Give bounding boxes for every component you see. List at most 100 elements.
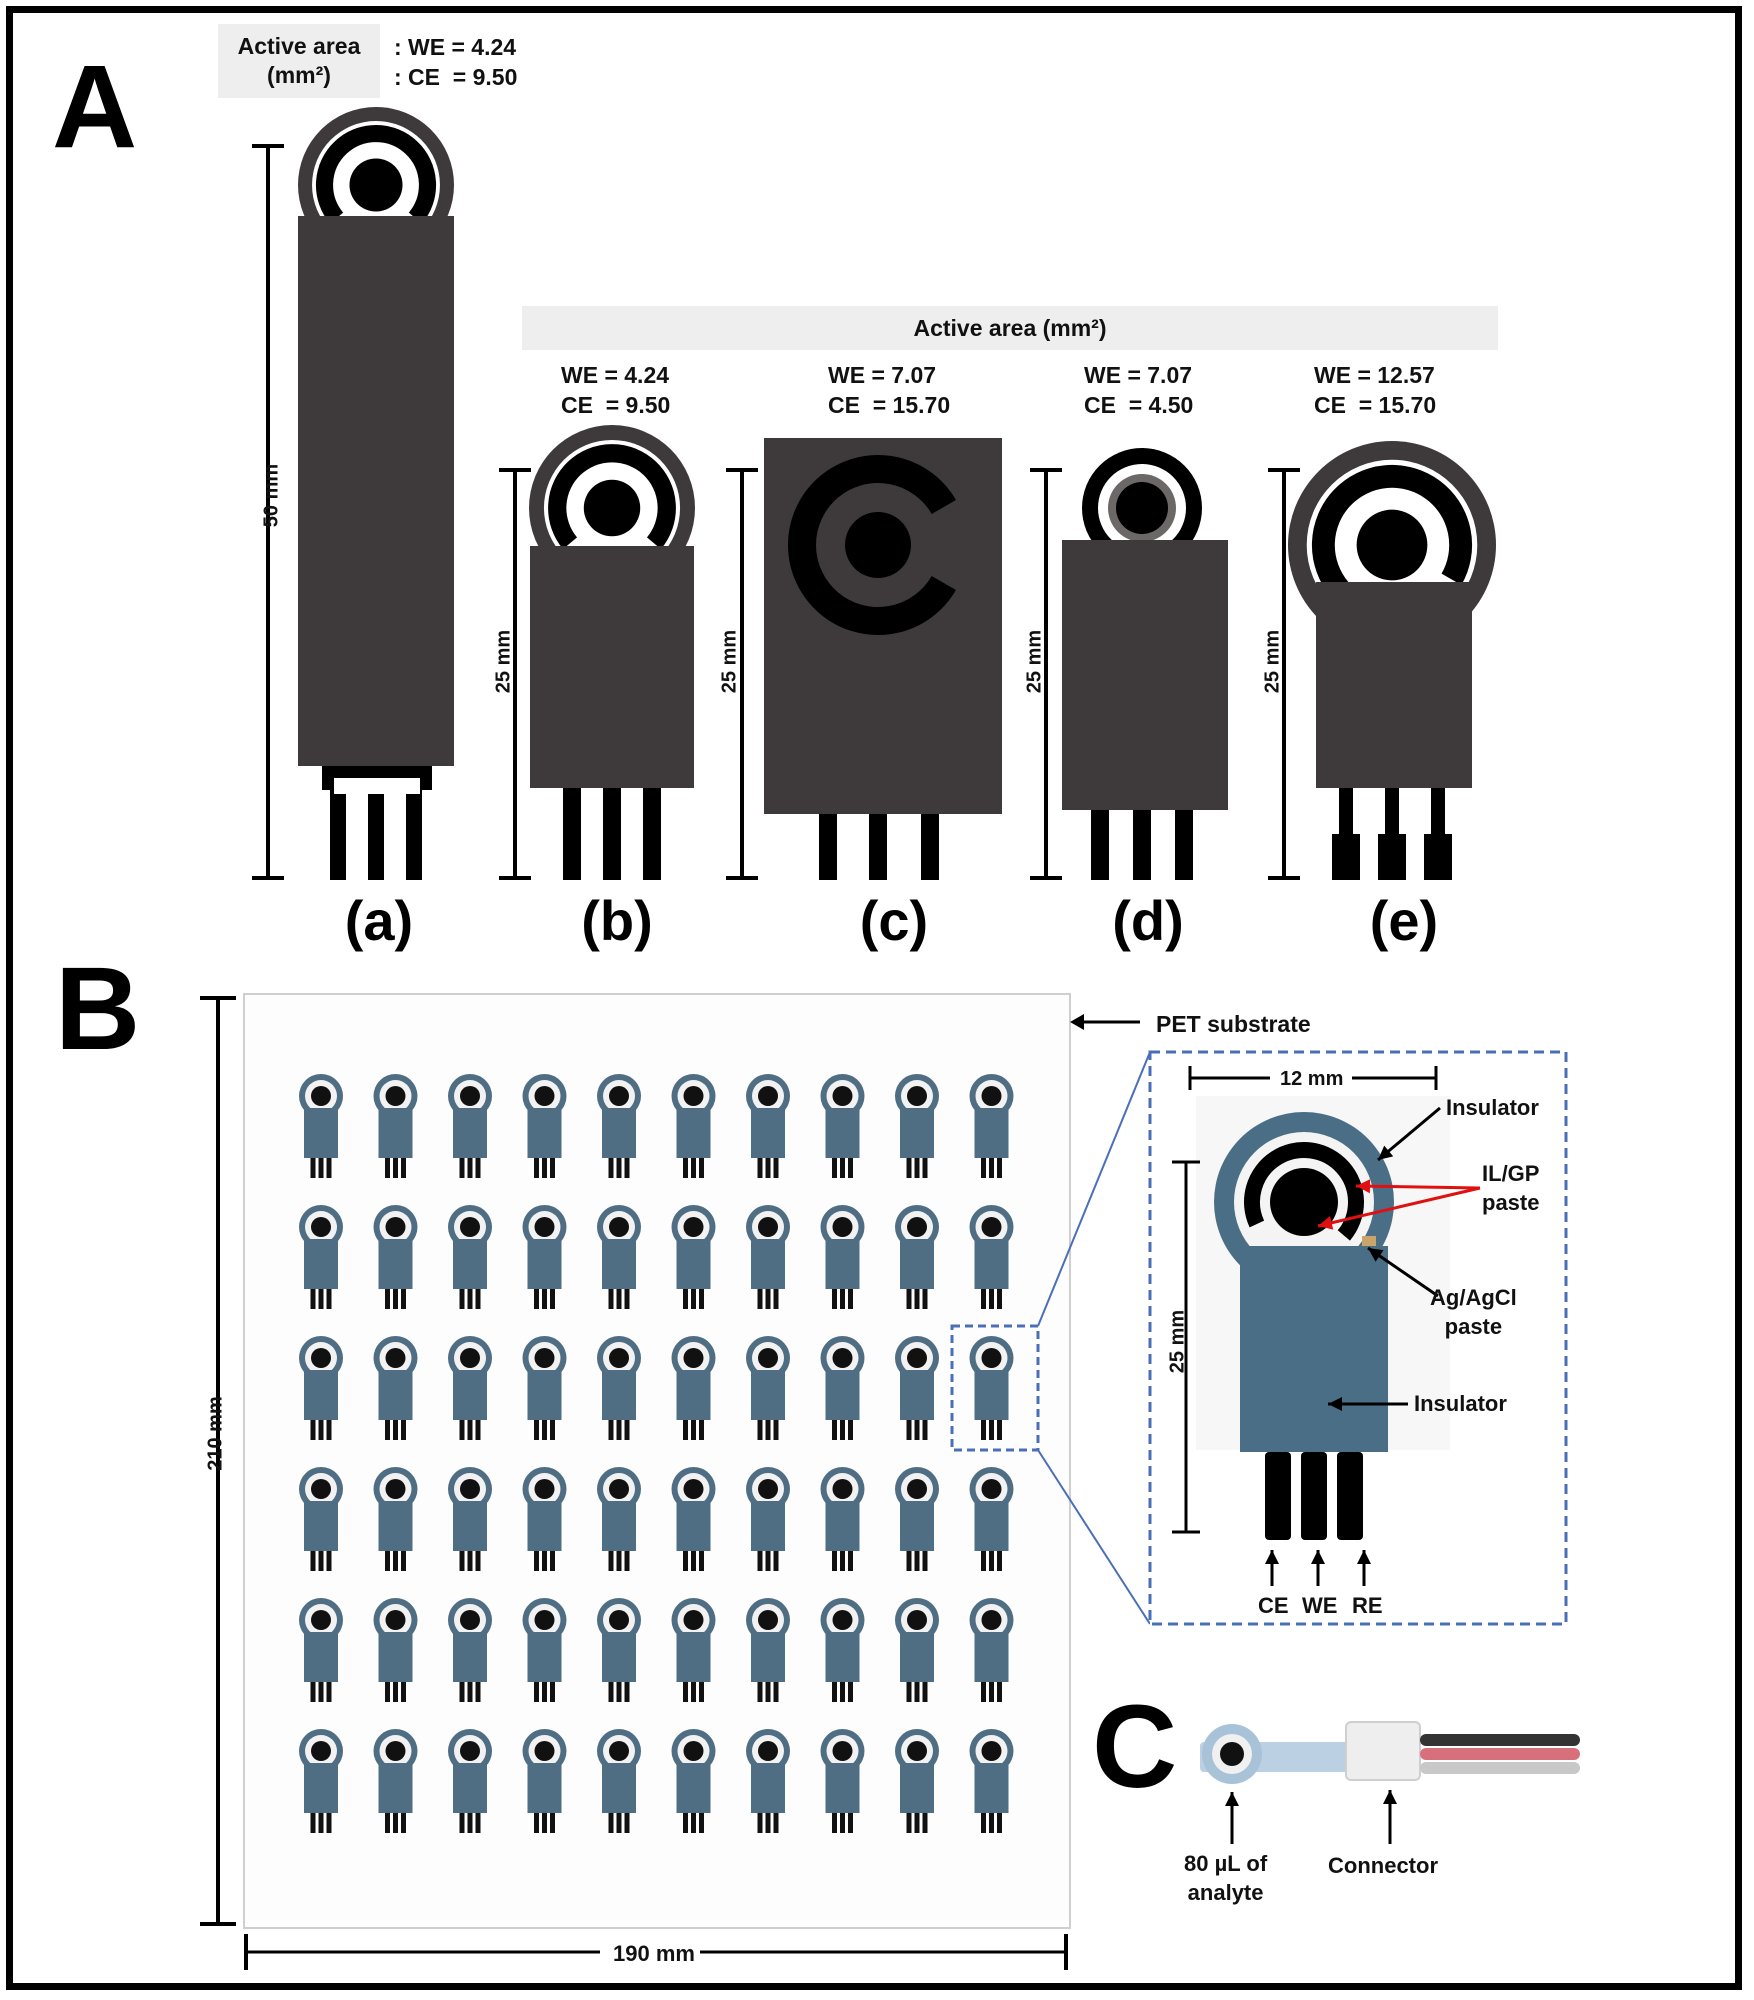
printed-electrode-body xyxy=(900,1632,934,1682)
sheet-width-dim: 190 mm xyxy=(613,1941,695,1966)
printed-electrode-lead-0 xyxy=(757,1813,763,1833)
printed-electrode-lead-2 xyxy=(922,1551,928,1571)
printed-electrode-lead-1 xyxy=(616,1158,622,1178)
printed-electrode-lead-2 xyxy=(550,1551,555,1571)
wire-grey xyxy=(1420,1762,1580,1774)
zoom-electrode-terminal-2 xyxy=(1337,1452,1363,1540)
panel-letter-a: A xyxy=(52,41,138,173)
printed-electrode-body xyxy=(304,1239,338,1289)
printed-electrode-body xyxy=(304,1501,338,1551)
printed-electrode-body xyxy=(900,1239,934,1289)
printed-electrode-body xyxy=(825,1763,860,1813)
printed-electrode-lead-1 xyxy=(542,1420,547,1440)
printed-electrode-lead-2 xyxy=(475,1813,481,1833)
printed-electrode-lead-2 xyxy=(475,1551,481,1571)
printed-electrode-body xyxy=(751,1108,785,1158)
printed-electrode-lead-1 xyxy=(989,1420,994,1440)
printed-electrode-lead-0 xyxy=(310,1420,316,1440)
insulator-top-arrow-head xyxy=(1378,1145,1394,1160)
zoom-connector-top xyxy=(1037,1051,1151,1327)
printed-electrode-body xyxy=(453,1763,487,1813)
electrode-d-dimbar xyxy=(1030,468,1062,880)
printed-electrode-lead-0 xyxy=(683,1158,688,1178)
printed-electrode-lead-0 xyxy=(981,1551,986,1571)
printed-electrode-body xyxy=(825,1632,860,1682)
printed-electrode-lead-2 xyxy=(773,1158,779,1178)
printed-electrode-lead-0 xyxy=(534,1158,539,1178)
electrode-a-lead-0 xyxy=(330,766,346,880)
printed-electrode-lead-1 xyxy=(840,1551,845,1571)
printed-electrode-r1-c3 xyxy=(522,1205,567,1309)
analyte-arrow-head xyxy=(1225,1792,1239,1806)
printed-electrode-r5-c6 xyxy=(746,1729,790,1833)
printed-electrode-lead-1 xyxy=(542,1551,547,1571)
electrode-b-head-counter-arc xyxy=(548,444,676,550)
printed-electrode-r1-c7 xyxy=(820,1205,865,1309)
electrode-a-body xyxy=(298,216,454,766)
printed-electrode-working xyxy=(981,1217,1002,1237)
electrode-d-we: WE = 7.07 xyxy=(1084,362,1193,388)
zoom-width-dim: 12 mm xyxy=(1280,1068,1344,1090)
connector-arrow-head xyxy=(1383,1790,1397,1804)
printed-electrode-body xyxy=(378,1501,413,1551)
printed-electrode-r1-c6 xyxy=(746,1205,790,1309)
printed-electrode-r4-c1 xyxy=(373,1598,418,1702)
printed-electrode-lead-0 xyxy=(608,1813,614,1833)
electrode-e-dim: 25 mm xyxy=(1261,629,1284,694)
printed-electrode-working xyxy=(609,1348,629,1368)
printed-electrode-lead-2 xyxy=(550,1813,555,1833)
printed-electrode-lead-2 xyxy=(475,1289,481,1309)
printed-electrode-lead-1 xyxy=(318,1158,324,1178)
electrode-c-working-disc xyxy=(845,512,911,578)
printed-electrode-body xyxy=(378,1763,413,1813)
printed-electrode-body xyxy=(527,1763,562,1813)
electrode-c-dimbar xyxy=(726,468,758,880)
printed-electrode-r0-c2 xyxy=(448,1074,492,1178)
printed-electrode-lead-0 xyxy=(459,1682,465,1702)
printed-electrode-working xyxy=(311,1086,331,1106)
insulator-top-label: Insulator xyxy=(1446,1095,1539,1120)
printed-electrode-lead-1 xyxy=(840,1813,845,1833)
printed-electrode-body xyxy=(527,1632,562,1682)
printed-electrode-lead-1 xyxy=(542,1813,547,1833)
printed-electrode-body xyxy=(602,1763,636,1813)
sheet-height-dim: 210 mm xyxy=(204,1396,227,1471)
zoom-electrode-terminal-0 xyxy=(1265,1452,1291,1540)
printed-electrode-body xyxy=(676,1108,711,1158)
wire-black xyxy=(1420,1734,1580,1746)
printed-electrode-lead-0 xyxy=(534,1420,539,1440)
electrode-d-lead-2 xyxy=(1175,810,1193,880)
printed-electrode-working xyxy=(981,1348,1002,1368)
printed-electrode-lead-1 xyxy=(989,1551,994,1571)
printed-electrode-r2-c1 xyxy=(373,1336,418,1440)
il-gp-arrow-counter-line xyxy=(1355,1184,1481,1190)
printed-electrode-working xyxy=(907,1479,927,1499)
printed-electrode-working xyxy=(683,1610,704,1630)
printed-electrode-working xyxy=(385,1086,406,1106)
printed-electrode-working xyxy=(758,1741,778,1761)
active-area-header xyxy=(522,306,1498,350)
printed-electrode-lead-1 xyxy=(765,1289,771,1309)
printed-electrode-body xyxy=(602,1501,636,1551)
printed-electrode-lead-0 xyxy=(757,1158,763,1178)
printed-electrode-lead-0 xyxy=(981,1158,986,1178)
topbox-we-value: : WE = 4.24 xyxy=(394,34,517,60)
printed-electrode-r3-c7 xyxy=(820,1467,865,1571)
printed-electrode-lead-1 xyxy=(467,1682,473,1702)
printed-electrode-lead-2 xyxy=(624,1551,630,1571)
printed-electrode-r2-c2 xyxy=(448,1336,492,1440)
printed-electrode-lead-2 xyxy=(699,1158,704,1178)
printed-electrode-r3-c8 xyxy=(895,1467,939,1571)
printed-electrode-r5-c8 xyxy=(895,1729,939,1833)
printed-electrode-lead-2 xyxy=(550,1158,555,1178)
electrode-b-lead-2 xyxy=(643,788,661,880)
printed-electrode-lead-1 xyxy=(765,1551,771,1571)
panel-letter-b: B xyxy=(55,943,141,1075)
panel-letter-c: C xyxy=(1092,1681,1178,1813)
printed-electrode-r2-c7 xyxy=(820,1336,865,1440)
printed-electrode-body xyxy=(378,1632,413,1682)
printed-electrode-r3-c1 xyxy=(373,1467,418,1571)
printed-electrode-body xyxy=(974,1763,1009,1813)
printed-electrode-lead-1 xyxy=(989,1682,994,1702)
printed-electrode-lead-2 xyxy=(773,1420,779,1440)
